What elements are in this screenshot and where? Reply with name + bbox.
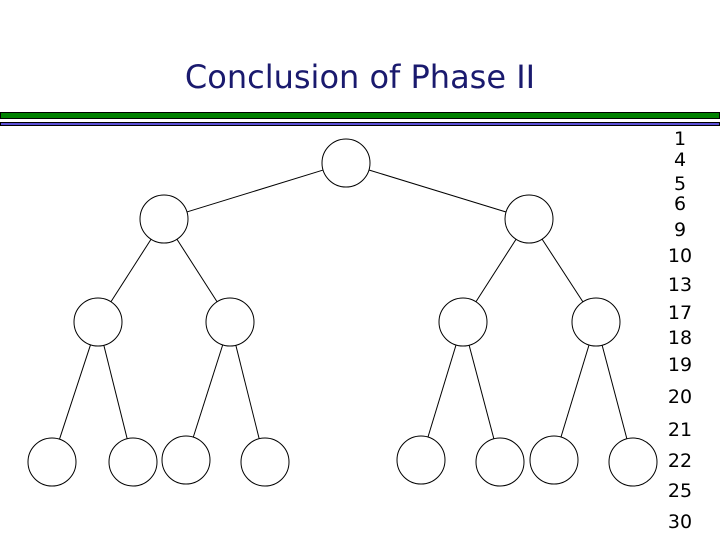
tree-node bbox=[27, 437, 77, 487]
tree-edge bbox=[468, 345, 495, 439]
sorted-value: 9 bbox=[673, 219, 687, 241]
tree-edge bbox=[541, 238, 584, 303]
sorted-value: 4 bbox=[673, 149, 687, 171]
sorted-value: 20 bbox=[667, 386, 693, 408]
tree-node bbox=[571, 297, 621, 347]
tree-node bbox=[240, 437, 290, 487]
tree-node bbox=[321, 138, 371, 188]
sorted-value: 19 bbox=[667, 354, 693, 376]
tree-edge bbox=[192, 344, 224, 438]
tree-node bbox=[529, 435, 579, 485]
sorted-value: 25 bbox=[667, 480, 693, 502]
slide-title: Conclusion of Phase II bbox=[184, 58, 536, 96]
tree-edge bbox=[186, 169, 324, 213]
tree-node bbox=[73, 297, 123, 347]
tree-edge bbox=[427, 344, 457, 438]
tree-edge bbox=[235, 345, 260, 439]
sorted-value: 6 bbox=[673, 193, 687, 215]
sorted-value: 21 bbox=[667, 419, 693, 441]
tree-node bbox=[108, 437, 158, 487]
tree-edge bbox=[475, 238, 517, 303]
tree-edge bbox=[601, 345, 628, 439]
tree-edge bbox=[560, 344, 590, 438]
tree-node bbox=[504, 194, 554, 244]
sorted-value: 22 bbox=[667, 450, 693, 472]
tree-node bbox=[438, 297, 488, 347]
sorted-value: 17 bbox=[667, 302, 693, 324]
tree-node bbox=[139, 194, 189, 244]
tree-edge bbox=[59, 344, 91, 440]
tree-node bbox=[205, 297, 255, 347]
sorted-value: 18 bbox=[667, 327, 693, 349]
tree-edge bbox=[110, 238, 152, 303]
tree-edge bbox=[176, 238, 218, 303]
tree-edge bbox=[103, 345, 128, 439]
sorted-value: 10 bbox=[667, 245, 693, 267]
sorted-value: 30 bbox=[667, 511, 693, 533]
tree-node bbox=[475, 437, 525, 487]
tree-node bbox=[161, 435, 211, 485]
sorted-value: 5 bbox=[673, 173, 687, 195]
tree-edge bbox=[368, 169, 507, 213]
sorted-value: 1 bbox=[673, 128, 687, 150]
tree-node bbox=[608, 437, 658, 487]
sorted-value: 13 bbox=[667, 274, 693, 296]
tree-node bbox=[396, 435, 446, 485]
